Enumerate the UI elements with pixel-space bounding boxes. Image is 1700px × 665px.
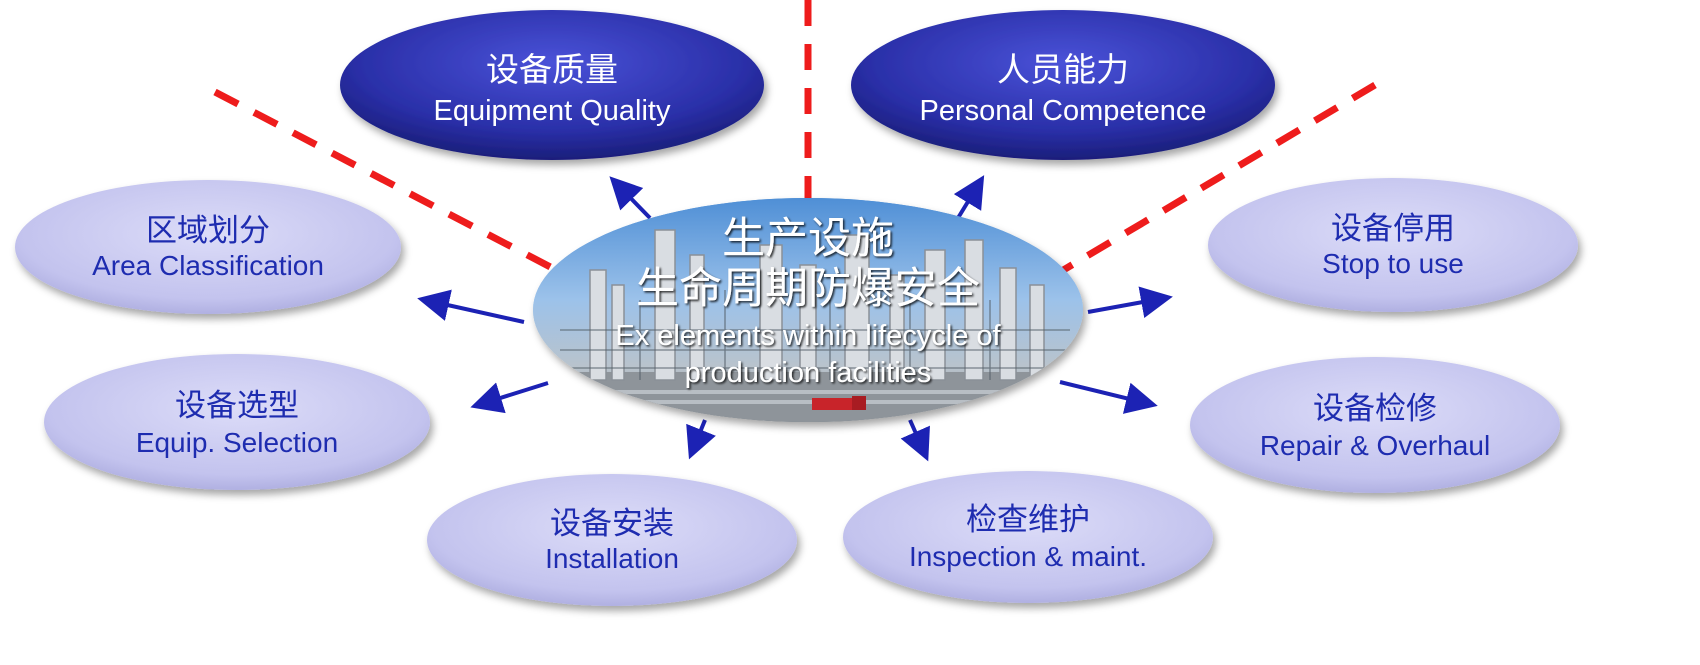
node-equipment-quality-cn: 设备质量	[486, 50, 618, 89]
arrow-area-classification	[417, 289, 525, 324]
center-title-line1: 生产设施	[722, 214, 894, 264]
node-personal-competence-cn: 人员能力	[997, 50, 1129, 89]
node-equip-selection-en: Equip. Selection	[136, 427, 338, 458]
node-equip-selection-cn: 设备选型	[175, 388, 299, 424]
node-inspection-maint-cn: 检查维护	[966, 502, 1090, 538]
separator-left	[213, 88, 562, 276]
arrow-stop-to-use	[1087, 286, 1173, 319]
node-area-classification-en: Area Classification	[92, 250, 324, 281]
node-inspection-maint	[843, 471, 1213, 603]
separator-right	[1058, 81, 1377, 276]
node-equip-selection	[44, 354, 430, 490]
node-repair-overhaul	[1190, 357, 1560, 493]
node-equipment-quality-en: Equipment Quality	[434, 95, 671, 127]
arrow-inspection-maint	[900, 419, 930, 462]
node-installation-en: Installation	[545, 543, 679, 574]
node-area-classification-cn: 区域划分	[146, 213, 270, 249]
arrow-personal-competence	[953, 175, 985, 220]
node-installation-cn: 设备安装	[550, 506, 674, 542]
arrow-installation	[686, 419, 716, 460]
node-inspection-maint-en: Inspection & maint.	[909, 541, 1147, 572]
node-repair-overhaul-en: Repair & Overhaul	[1260, 430, 1490, 461]
node-stop-to-use-cn: 设备停用	[1331, 211, 1455, 247]
center-subtitle-line2: production facilities	[685, 357, 932, 389]
separator-lines	[213, 0, 1377, 276]
arrow-equip-selection	[470, 381, 549, 414]
center-subtitle-line1: Ex elements within lifecycle of	[615, 320, 1001, 352]
node-stop-to-use-en: Stop to use	[1322, 248, 1464, 279]
node-stop-to-use	[1208, 178, 1578, 312]
arrow-equipment-quality	[609, 176, 652, 220]
center-title-line2: 生命周期防爆安全	[636, 264, 980, 314]
node-personal-competence-en: Personal Competence	[920, 95, 1207, 127]
node-personal-competence	[851, 10, 1275, 160]
node-installation	[427, 474, 797, 606]
node-equipment-quality	[340, 10, 764, 160]
node-repair-overhaul-cn: 设备检修	[1313, 391, 1437, 427]
arrows	[417, 175, 1173, 462]
arrow-repair-overhaul	[1059, 380, 1158, 414]
node-area-classification	[15, 180, 401, 314]
